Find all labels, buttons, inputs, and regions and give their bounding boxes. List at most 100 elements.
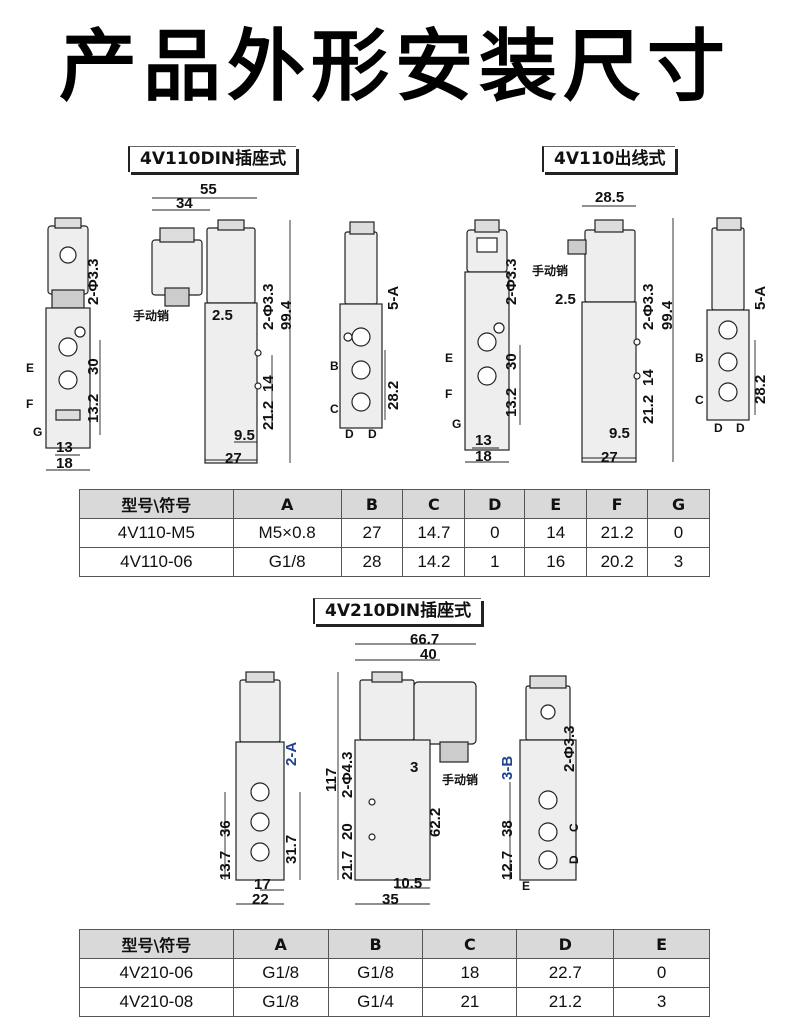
table-row: 4V210-06 G1/8 G1/8 18 22.7 0: [79, 958, 710, 988]
table-header-cell: B: [340, 489, 404, 519]
letter-e: E: [522, 879, 530, 893]
table-row: 4V110-M5 M5×0.8 27 14.7 0 14 21.2 0: [79, 518, 710, 548]
table-cell: 22.7: [516, 958, 615, 988]
dim-h62: 62.2: [427, 808, 444, 837]
dim-h38: 38: [499, 820, 516, 837]
dim-w35: 35: [382, 891, 399, 908]
table-cell: 4V110-M5: [79, 518, 234, 548]
table-header-row: 型号\符号 A B C D E F G: [79, 489, 710, 519]
table-cell: 1: [464, 547, 526, 577]
table-header-cell: E: [613, 929, 710, 959]
dim-h99: 99.4: [659, 300, 676, 330]
dim-h31: 31.7: [283, 835, 300, 864]
letter-c: C: [330, 402, 339, 416]
dim-h21: 21.2: [640, 395, 657, 424]
table-header-cell: 型号\符号: [79, 929, 234, 959]
letter-e: E: [445, 351, 453, 365]
table-cell: G1/8: [232, 547, 342, 577]
table-cell: G1/8: [327, 958, 424, 988]
table-cell: 14: [524, 518, 588, 548]
letter-g: G: [452, 417, 461, 431]
din-connector: [151, 239, 203, 296]
letter-d1: D: [714, 421, 723, 435]
valve-body-side: [354, 739, 431, 881]
dim-w18: 18: [56, 455, 73, 472]
dim-h28: 28.2: [752, 375, 769, 404]
table-header-cell: F: [586, 489, 649, 519]
dim-5a: 5-A: [752, 286, 769, 310]
table-header-cell: D: [464, 489, 526, 519]
dim-h28: 28.2: [385, 381, 402, 410]
coil-right: [344, 231, 378, 305]
table-header-row: 型号\符号 A B C D E: [79, 929, 710, 959]
dim-h20: 20: [339, 823, 356, 840]
dim-w22: 22: [252, 891, 269, 908]
dim-w27: 27: [225, 450, 242, 467]
dim-w13: 13: [475, 432, 492, 449]
valve-body-side: [204, 302, 258, 464]
table-cell: 4V210-08: [79, 987, 234, 1017]
dim-h12: 12.7: [499, 851, 516, 880]
letter-d1: D: [345, 427, 354, 441]
letter-b: B: [695, 351, 704, 365]
table-cell: 14.2: [402, 547, 466, 577]
table-cell: 18: [422, 958, 518, 988]
din-connector: [413, 681, 477, 745]
coil-right: [711, 227, 745, 311]
coil-front: [239, 679, 281, 743]
table-cell: 21: [422, 987, 518, 1017]
table-header-cell: E: [524, 489, 588, 519]
letter-d2: D: [736, 421, 745, 435]
dim-w13: 13: [56, 439, 73, 456]
dim-h117: 117: [323, 768, 340, 792]
table-cell: 20.2: [586, 547, 649, 577]
dim-w28: 28.5: [595, 189, 624, 206]
table-header-cell: A: [232, 929, 329, 959]
dim-hole43: 2-Φ4.3: [339, 751, 356, 798]
section-label-4v210-din: 4V210DIN插座式: [313, 598, 482, 624]
drawing-4v110-wire: 28.5 手动销 2.5 2-Φ3.3 99.4 14 21.2 9.5 27 …: [445, 189, 769, 466]
dim-h13: 13.2: [503, 388, 520, 417]
table-cell: 3: [647, 547, 710, 577]
table-cell: M5×0.8: [232, 518, 342, 548]
section-label-4v110-din: 4V110DIN插座式: [128, 146, 297, 172]
table-cell: 3: [613, 987, 710, 1017]
label-manual-pin: 手动销: [133, 308, 169, 323]
dim-2p5: 2.5: [212, 307, 233, 324]
spec-table-4v110: 型号\符号 A B C D E F G 4V110-M5 M5×0.8 27 1…: [79, 489, 710, 577]
table-header-cell: 型号\符号: [79, 489, 234, 519]
letter-f: F: [445, 387, 452, 401]
dim-hole-front: 2-Φ3.3: [503, 258, 520, 305]
dim-w9: 9.5: [609, 425, 630, 442]
table-cell: 21.2: [516, 987, 615, 1017]
table-cell: 28: [340, 547, 404, 577]
table-cell: 0: [613, 958, 710, 988]
table-cell: 4V210-06: [79, 958, 234, 988]
dim-w55: 55: [200, 181, 217, 198]
dim-w9: 9.5: [234, 427, 255, 444]
letter-c: C: [567, 823, 581, 832]
table-header-cell: C: [402, 489, 466, 519]
letter-c: C: [695, 393, 704, 407]
table-cell: 0: [464, 518, 526, 548]
table-row: 4V110-06 G1/8 28 14.2 1 16 20.2 3: [79, 547, 710, 577]
dim-w10: 10.5: [393, 875, 422, 892]
letter-d2: D: [368, 427, 377, 441]
dim-h36: 36: [217, 820, 234, 837]
table-cell: 16: [524, 547, 588, 577]
valve-body-side: [581, 301, 637, 463]
dim-h30: 30: [85, 358, 102, 375]
section-label-4v110-wire: 4V110出线式: [542, 146, 676, 172]
dim-hole: 2-Φ3.3: [640, 283, 657, 330]
dim-h21: 21.7: [339, 851, 356, 880]
dim-hole-front: 2-Φ3.3: [85, 258, 102, 305]
dim-w40: 40: [420, 646, 437, 663]
dim-h13: 13.7: [217, 851, 234, 880]
dim-h14: 14: [260, 375, 277, 392]
dim-2p5: 2.5: [555, 291, 576, 308]
label-manual-pin: 手动销: [532, 263, 568, 278]
dim-hole: 2-Φ3.3: [260, 283, 277, 330]
coil-side: [584, 229, 636, 303]
drawing-4v110-din: 55 34 2.5 手动销 2-Φ3.3 99.4 14 21.2 9.5 27…: [26, 181, 402, 472]
dim-hole33: 2-Φ3.3: [561, 725, 578, 772]
